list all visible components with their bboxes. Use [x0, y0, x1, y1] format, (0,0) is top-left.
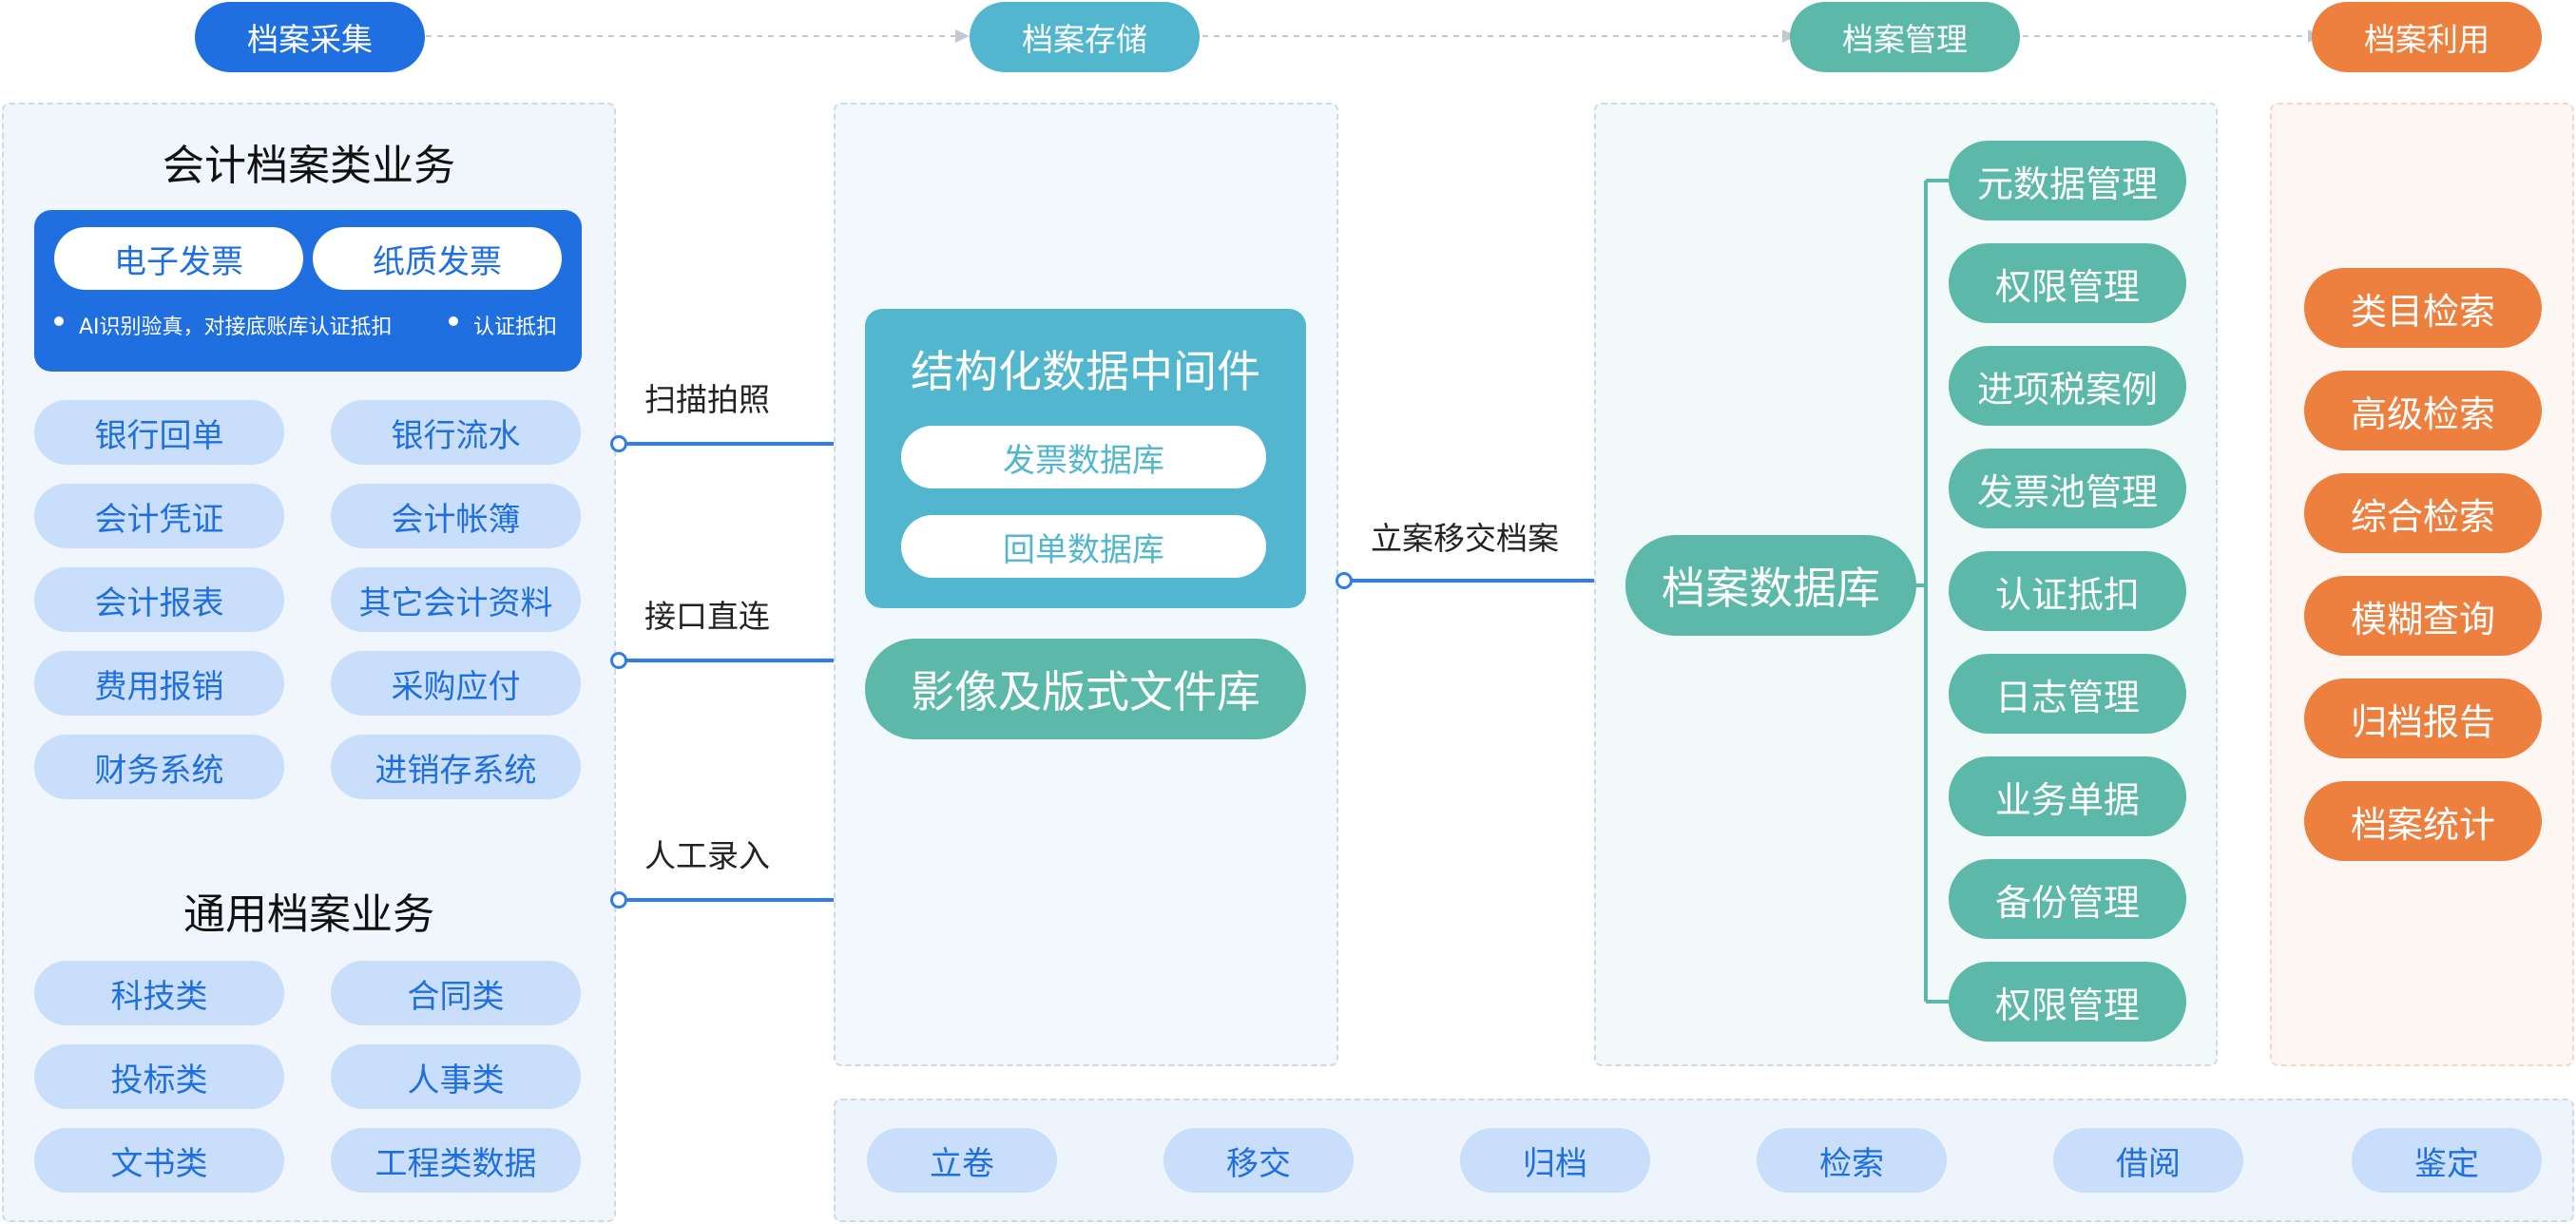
mgmt-input-tax-cases[interactable]: 进项税案例: [1949, 346, 2186, 426]
item-tech[interactable]: 科技类: [34, 961, 284, 1025]
mgmt-business-docs[interactable]: 业务单据: [1949, 756, 2186, 836]
mgmt-invoice-pool[interactable]: 发票池管理: [1949, 449, 2186, 528]
bullet-icon: [54, 316, 64, 326]
connector-node-icon: [1336, 572, 1353, 589]
connector-node-icon: [610, 891, 627, 908]
invoice-note-ai: AI识别验真，对接底账库认证抵扣: [79, 316, 393, 339]
image-file-library[interactable]: 影像及版式文件库: [865, 639, 1306, 739]
accounting-title: 会计档案类业务: [163, 142, 455, 190]
item-expense[interactable]: 费用报销: [34, 651, 284, 716]
connector-label-manual: 人工录入: [644, 837, 770, 874]
connector-line-api: [623, 659, 834, 662]
item-finance-system[interactable]: 财务系统: [34, 735, 284, 799]
item-bank-receipt[interactable]: 银行回单: [34, 400, 284, 465]
item-other-accounting[interactable]: 其它会计资料: [331, 567, 581, 632]
mgmt-backup[interactable]: 备份管理: [1949, 859, 2186, 939]
tag-paper-invoice[interactable]: 纸质发票: [313, 227, 562, 290]
stage-utilization[interactable]: 档案利用: [2312, 2, 2542, 72]
use-archive-report[interactable]: 归档报告: [2304, 679, 2542, 758]
bullet-icon: [449, 316, 458, 326]
item-voucher[interactable]: 会计凭证: [34, 484, 284, 548]
process-borrow[interactable]: 借阅: [2053, 1128, 2243, 1193]
process-bar: [834, 1099, 2574, 1222]
tag-electronic-invoice[interactable]: 电子发票: [54, 227, 303, 290]
process-archive[interactable]: 归档: [1460, 1128, 1650, 1193]
use-archive-stats[interactable]: 档案统计: [2304, 781, 2542, 861]
invoice-note-certify: 认证抵扣: [473, 316, 558, 339]
stage-collection[interactable]: 档案采集: [195, 2, 425, 72]
item-ledger[interactable]: 会计帐簿: [331, 484, 581, 548]
receipt-database[interactable]: 回单数据库: [901, 515, 1266, 578]
process-appraisal[interactable]: 鉴定: [2352, 1128, 2542, 1193]
connector-label-scan: 扫描拍照: [644, 381, 770, 418]
general-title: 通用档案业务: [183, 890, 434, 939]
mgmt-certification[interactable]: 认证抵扣: [1949, 551, 2186, 631]
process-search[interactable]: 检索: [1757, 1128, 1947, 1193]
middleware-title: 结构化数据中间件: [911, 346, 1260, 397]
process-transfer[interactable]: 移交: [1163, 1128, 1354, 1193]
mgmt-permissions-2[interactable]: 权限管理: [1949, 962, 2186, 1042]
mgmt-logs[interactable]: 日志管理: [1949, 654, 2186, 734]
connector-node-icon: [610, 652, 627, 669]
item-bank-statement[interactable]: 银行流水: [331, 400, 581, 465]
item-inventory-system[interactable]: 进销存系统: [331, 735, 581, 799]
arrowhead-icon: [955, 29, 970, 43]
archive-database-hub[interactable]: 档案数据库: [1625, 535, 1916, 636]
transfer-label: 立案移交档案: [1371, 520, 1559, 557]
item-bidding[interactable]: 投标类: [34, 1044, 284, 1109]
item-engineering[interactable]: 工程类数据: [331, 1128, 581, 1193]
connector-label-api: 接口直连: [644, 598, 770, 635]
item-contract[interactable]: 合同类: [331, 961, 581, 1025]
arrowhead-icon: [1782, 29, 1797, 43]
item-personnel[interactable]: 人事类: [331, 1044, 581, 1109]
connector-line-manual: [623, 898, 834, 902]
use-advanced-search[interactable]: 高级检索: [2304, 371, 2542, 450]
use-category-search[interactable]: 类目检索: [2304, 268, 2542, 348]
connector-node-icon: [610, 435, 627, 452]
item-report[interactable]: 会计报表: [34, 567, 284, 632]
use-fuzzy-query[interactable]: 模糊查询: [2304, 576, 2542, 656]
stage-management[interactable]: 档案管理: [1790, 2, 2020, 72]
mgmt-permissions[interactable]: 权限管理: [1949, 243, 2186, 323]
connector-line-scan: [623, 442, 834, 446]
mgmt-metadata[interactable]: 元数据管理: [1949, 141, 2186, 220]
process-filing[interactable]: 立卷: [867, 1128, 1057, 1193]
stage-storage[interactable]: 档案存储: [970, 2, 1200, 72]
use-combined-search[interactable]: 综合检索: [2304, 473, 2542, 553]
item-payable[interactable]: 采购应付: [331, 651, 581, 716]
transfer-line: [1352, 579, 1594, 583]
item-documents[interactable]: 文书类: [34, 1128, 284, 1193]
invoice-database[interactable]: 发票数据库: [901, 426, 1266, 488]
stage-flow-arrows: [426, 29, 2322, 43]
